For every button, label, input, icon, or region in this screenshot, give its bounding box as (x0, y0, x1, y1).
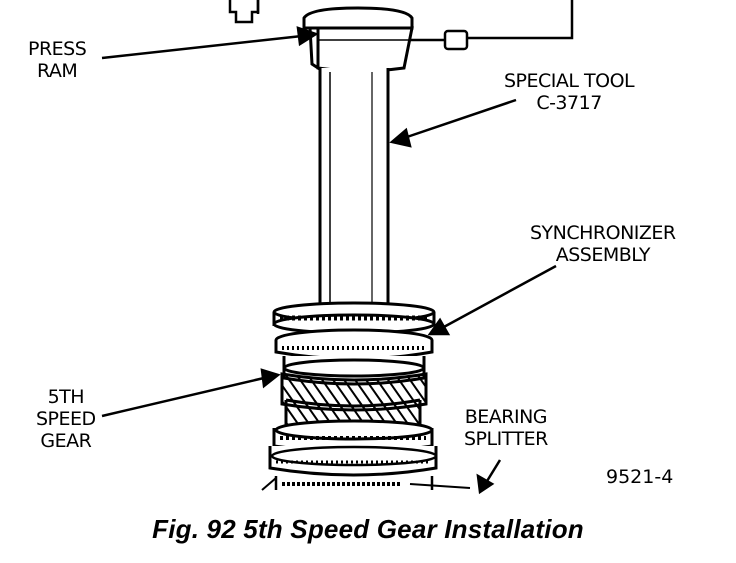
synchronizer-assembly (272, 301, 436, 361)
leader-lines (101, 26, 557, 495)
fifth-gear-label-line-2: SPEED (36, 408, 96, 430)
synchronizer-label: SYNCHRONIZER ASSEMBLY (530, 222, 676, 266)
synchronizer-label-line-1: SYNCHRONIZER (530, 222, 676, 244)
press-ram-label-line-1: PRESS (28, 38, 87, 60)
figure-number: 9521-4 (606, 466, 674, 488)
press-ram-label: PRESS RAM (28, 38, 87, 82)
fifth-gear-label: 5TH SPEED GEAR (36, 386, 96, 452)
fifth-gear-label-line-1: 5TH (47, 386, 85, 408)
bearing-splitter (261, 419, 471, 491)
figure-caption: Fig. 92 5th Speed Gear Installation (152, 514, 584, 544)
special-tool-label-line-1: SPECIAL TOOL (504, 70, 635, 92)
bearing-splitter-label-line-2: SPLITTER (464, 428, 548, 450)
press-frame (228, 0, 574, 51)
press-ram (302, 6, 414, 73)
synchronizer-label-line-2: ASSEMBLY (555, 244, 651, 266)
bearing-splitter-label: BEARING SPLITTER (464, 406, 548, 450)
fifth-gear-label-line-3: GEAR (40, 430, 92, 452)
special-tool-label: SPECIAL TOOL C-3717 (504, 70, 635, 114)
special-tool-label-line-2: C-3717 (536, 92, 602, 114)
press-ram-label-line-2: RAM (36, 60, 78, 82)
bearing-splitter-label-line-1: BEARING (464, 406, 548, 428)
special-tool (318, 68, 390, 316)
